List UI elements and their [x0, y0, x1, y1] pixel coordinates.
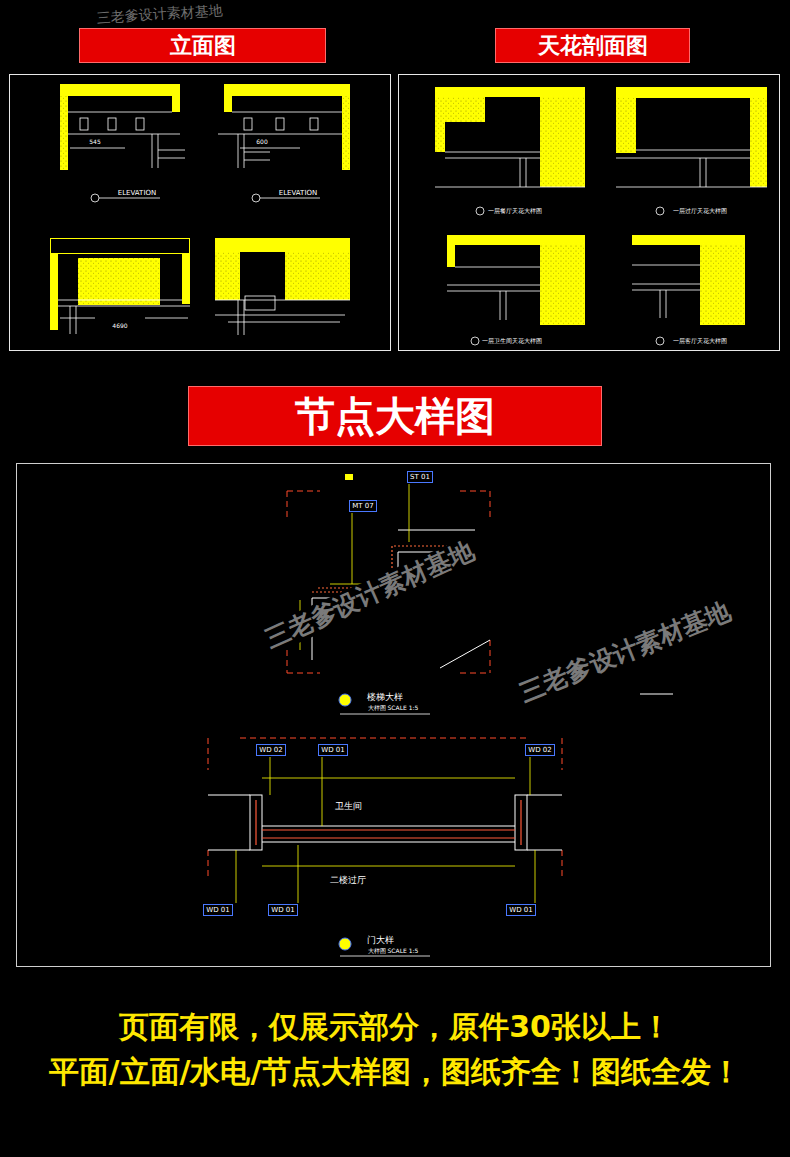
tag-code: ST 01 — [410, 473, 430, 481]
view-title: 门大样 — [366, 935, 395, 945]
tag-code: MT 07 — [352, 502, 373, 510]
dimension: 4690 — [111, 323, 128, 330]
tag-code: WD 01 — [206, 906, 229, 914]
tag-code: WD 02 — [528, 746, 551, 754]
title-banner: 节点大样图 — [188, 386, 602, 446]
view-title: ELEVATION — [117, 189, 157, 197]
view-title: ELEVATION — [278, 189, 318, 197]
material-tag: WD 01 — [506, 904, 536, 916]
view-title: 一层餐厅天花大样图 — [487, 208, 543, 215]
material-tag: WD 01 — [268, 904, 298, 916]
banner-text: 立面图 — [170, 33, 236, 58]
view-title: 楼梯大样 — [366, 692, 404, 702]
room-name: 卫生间 — [334, 801, 363, 811]
material-tag: ST 01 — [407, 471, 433, 483]
scale-note: 大样图 SCALE 1:5 — [367, 948, 420, 955]
material-tag: WD 02 — [525, 744, 555, 756]
material-tag: WD 01 — [318, 744, 348, 756]
material-tag: MT 07 — [349, 500, 377, 512]
room-name: 二楼过厅 — [329, 875, 367, 885]
dimension: 545 — [88, 139, 101, 146]
view-title: 一层卫生间天花大样图 — [481, 338, 543, 345]
title-banner: 立面图 — [79, 28, 326, 63]
view-title: 一层客厅天花大样图 — [672, 338, 728, 345]
promo-text: 平面/立面/水电/节点大样图，图纸齐全！图纸全发！ — [48, 1055, 743, 1090]
tag-code: WD 01 — [509, 906, 532, 914]
material-tag: WD 02 — [256, 744, 286, 756]
tag-code: WD 01 — [321, 746, 344, 754]
tag-code: WD 02 — [259, 746, 282, 754]
material-tag: WD 01 — [203, 904, 233, 916]
view-title: 一层过厅天花大样图 — [672, 208, 728, 215]
title-banner: 天花剖面图 — [495, 28, 690, 63]
scale-note: 大样图 SCALE 1:5 — [367, 705, 420, 712]
dimension: 600 — [255, 139, 268, 146]
tag-code: WD 01 — [271, 906, 294, 914]
watermark: 三老爹设计素材基地 — [96, 2, 225, 27]
banner-text: 天花剖面图 — [538, 33, 648, 58]
banner-text: 节点大样图 — [295, 393, 495, 439]
promo-text: 页面有限，仅展示部分，原件30张以上！ — [118, 1010, 672, 1045]
